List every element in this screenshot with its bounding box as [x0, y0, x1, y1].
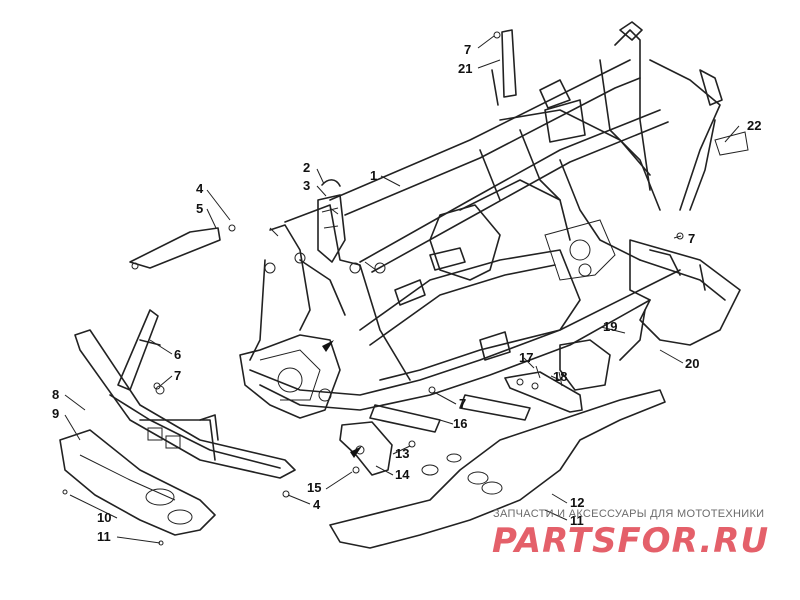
- rear-strap: [491, 29, 517, 106]
- callout-8: 8: [52, 387, 59, 402]
- front-mount-bracket: [129, 224, 236, 270]
- callout-20: 20: [685, 356, 699, 371]
- callout-22: 22: [747, 118, 761, 133]
- callout-10: 10: [97, 510, 111, 525]
- watermark: ЗАПЧАСТИ И АКСЕССУАРЫ ДЛЯ МОТОТЕХНИКИ PA…: [492, 508, 769, 561]
- watermark-tagline: ЗАПЧАСТИ И АКСЕССУАРЫ ДЛЯ МОТОТЕХНИКИ: [493, 508, 764, 520]
- callout-11: 11: [570, 513, 584, 528]
- callout-1: 1: [370, 168, 377, 183]
- callout-6: 6: [174, 347, 181, 362]
- front-bumper: [74, 329, 296, 479]
- strap-plates: [369, 394, 531, 433]
- callout-12: 12: [570, 495, 584, 510]
- callout-4: 4: [196, 181, 204, 196]
- callout-15: 15: [307, 480, 321, 495]
- callout-16: 16: [453, 416, 467, 431]
- callout-13: 13: [395, 446, 409, 461]
- callout-9: 9: [52, 406, 59, 421]
- main-skid-plate: [329, 389, 666, 549]
- lower-bracket: [339, 421, 393, 476]
- fasteners: [62, 232, 684, 546]
- rear-rack-frame: [619, 239, 741, 361]
- callout-7: 7: [464, 42, 471, 57]
- main-frame: [239, 21, 723, 419]
- leader-lines: [64, 35, 740, 544]
- callout-7: 7: [459, 396, 466, 411]
- front-skid-guard: [59, 429, 216, 536]
- watermark-logo: PARTSFOR.RU: [492, 521, 769, 561]
- callout-4: 4: [313, 497, 321, 512]
- bumper-brace: [117, 309, 161, 391]
- callout-21: 21: [458, 61, 472, 76]
- callout-7: 7: [688, 231, 695, 246]
- callout-17: 17: [519, 350, 533, 365]
- callout-3: 3: [303, 178, 310, 193]
- callout-labels: 7 21 22 2 3 1 4 5 7 6 8 7 9 19 20 17 18 …: [52, 42, 761, 544]
- callout-11: 11: [97, 529, 111, 544]
- callout-14: 14: [395, 467, 410, 482]
- callout-7: 7: [174, 368, 181, 383]
- callout-2: 2: [303, 160, 310, 175]
- callout-18: 18: [553, 369, 567, 384]
- arrow-marker: [350, 446, 362, 458]
- callout-19: 19: [603, 319, 617, 334]
- callout-5: 5: [196, 201, 203, 216]
- arrow-marker: [322, 340, 334, 352]
- label-decal: [714, 131, 749, 156]
- rear-mount-plate: [504, 339, 611, 413]
